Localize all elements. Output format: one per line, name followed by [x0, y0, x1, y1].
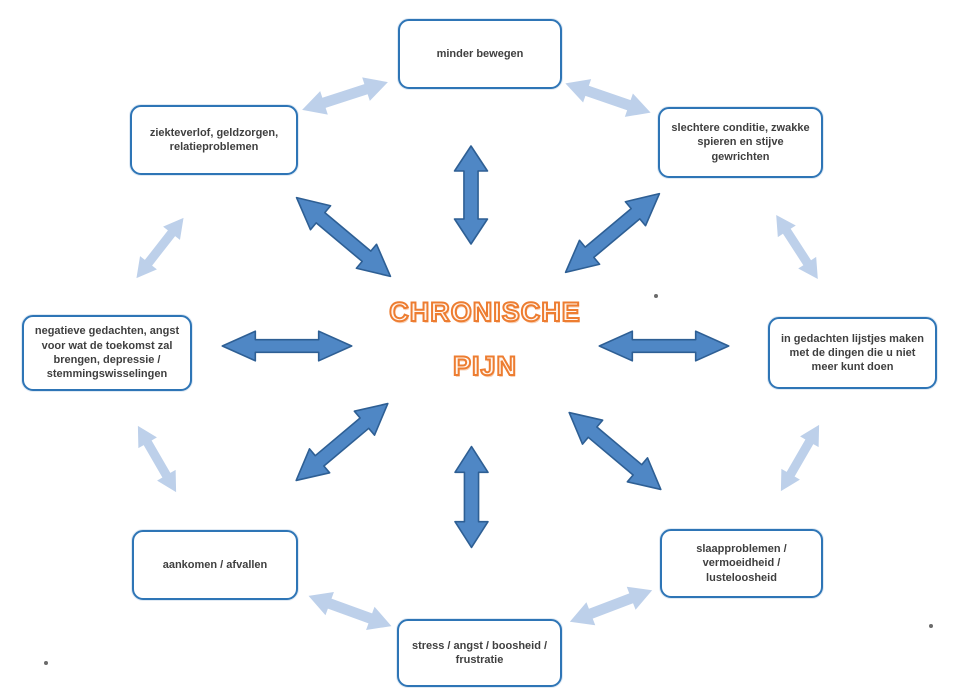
node-stress-angst: stress / angst / boosheid / frustratie [397, 619, 562, 687]
double-arrow-icon-ring-rightupper [765, 207, 829, 287]
double-arrow-icon-ring-leftlower [126, 419, 188, 500]
double-arrow-icon-center-bottomright [556, 397, 674, 505]
center-title-line1: CHRONISCHE [388, 296, 581, 328]
diagram-center-title: CHRONISCHE PIJN [375, 296, 595, 382]
double-arrow-icon-ring-topright [560, 69, 657, 127]
node-label: slechtere conditie, zwakke spieren en st… [671, 122, 810, 163]
node-label: ziekteverlof, geldzorgen, relatieproblem… [149, 126, 279, 153]
node-negatieve-gedachten: negatieve gedachten, angst voor wat de t… [22, 315, 192, 391]
node-label: negatieve gedachten, angst voor wat de t… [34, 325, 180, 381]
double-arrow-icon-ring-leftupper [126, 209, 195, 286]
node-slaapproblemen: slaapproblemen / vermoeidheid / lusteloo… [660, 529, 823, 598]
double-arrow-icon-ring-bottomleft [303, 582, 398, 641]
double-arrow-icon-center-bottom [452, 446, 492, 549]
double-arrow-icon-center-left [221, 328, 353, 364]
center-title-line2: PIJN [452, 350, 518, 382]
node-label: stress / angst / boosheid / frustratie [411, 639, 548, 666]
double-arrow-icon-ring-bottomright [564, 576, 659, 636]
node-label: in gedachten lijstjes maken met de dinge… [780, 332, 925, 374]
node-label: minder bewegen [436, 47, 524, 60]
node-aankomen-afvallen: aankomen / afvallen [132, 530, 298, 600]
double-arrow-icon-center-right [598, 328, 730, 364]
node-label: aankomen / afvallen [162, 558, 268, 571]
node-slechtere-conditie: slechtere conditie, zwakke spieren en st… [658, 107, 823, 178]
stray-dot [929, 624, 933, 628]
double-arrow-icon-center-top [451, 145, 491, 245]
node-lijstjes-maken: in gedachten lijstjes maken met de dinge… [768, 317, 937, 389]
double-arrow-icon-center-topleft [283, 182, 403, 291]
double-arrow-icon-center-topright [552, 178, 672, 287]
stray-dot [654, 294, 658, 298]
node-minder-bewegen: minder bewegen [398, 19, 562, 89]
stray-dot [44, 661, 48, 665]
double-arrow-icon-center-bottomleft [283, 388, 401, 496]
node-ziekteverlof: ziekteverlof, geldzorgen, relatieproblem… [130, 105, 298, 175]
double-arrow-icon-ring-topleft [297, 68, 394, 125]
double-arrow-icon-ring-rightlower [769, 418, 831, 499]
node-label: slaapproblemen / vermoeidheid / lusteloo… [696, 543, 787, 584]
